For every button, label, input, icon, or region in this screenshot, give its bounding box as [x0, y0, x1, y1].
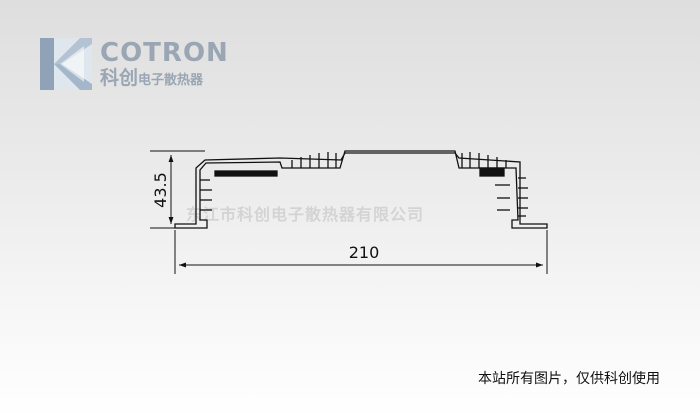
height-dimension-label: 43.5 [151, 172, 170, 208]
brand-cn-main: 科创 [100, 67, 139, 89]
brand-name: COTRON [100, 38, 229, 68]
company-logo: COTRON 科创电子散热器 [40, 38, 240, 90]
width-dimension [174, 230, 548, 274]
heatsink-outline [174, 150, 548, 229]
height-dimension [150, 150, 205, 229]
brand-cn-sub: 电子散热器 [138, 73, 204, 88]
logo-k-icon [40, 38, 92, 90]
brand-tagline: 科创电子散热器 [100, 68, 203, 91]
width-dimension-label: 210 [349, 243, 380, 262]
company-watermark: 东江市科创电子散热器有限公司 [186, 205, 425, 224]
copyright-notice: 本站所有图片，仅供科创使用 [478, 371, 660, 387]
